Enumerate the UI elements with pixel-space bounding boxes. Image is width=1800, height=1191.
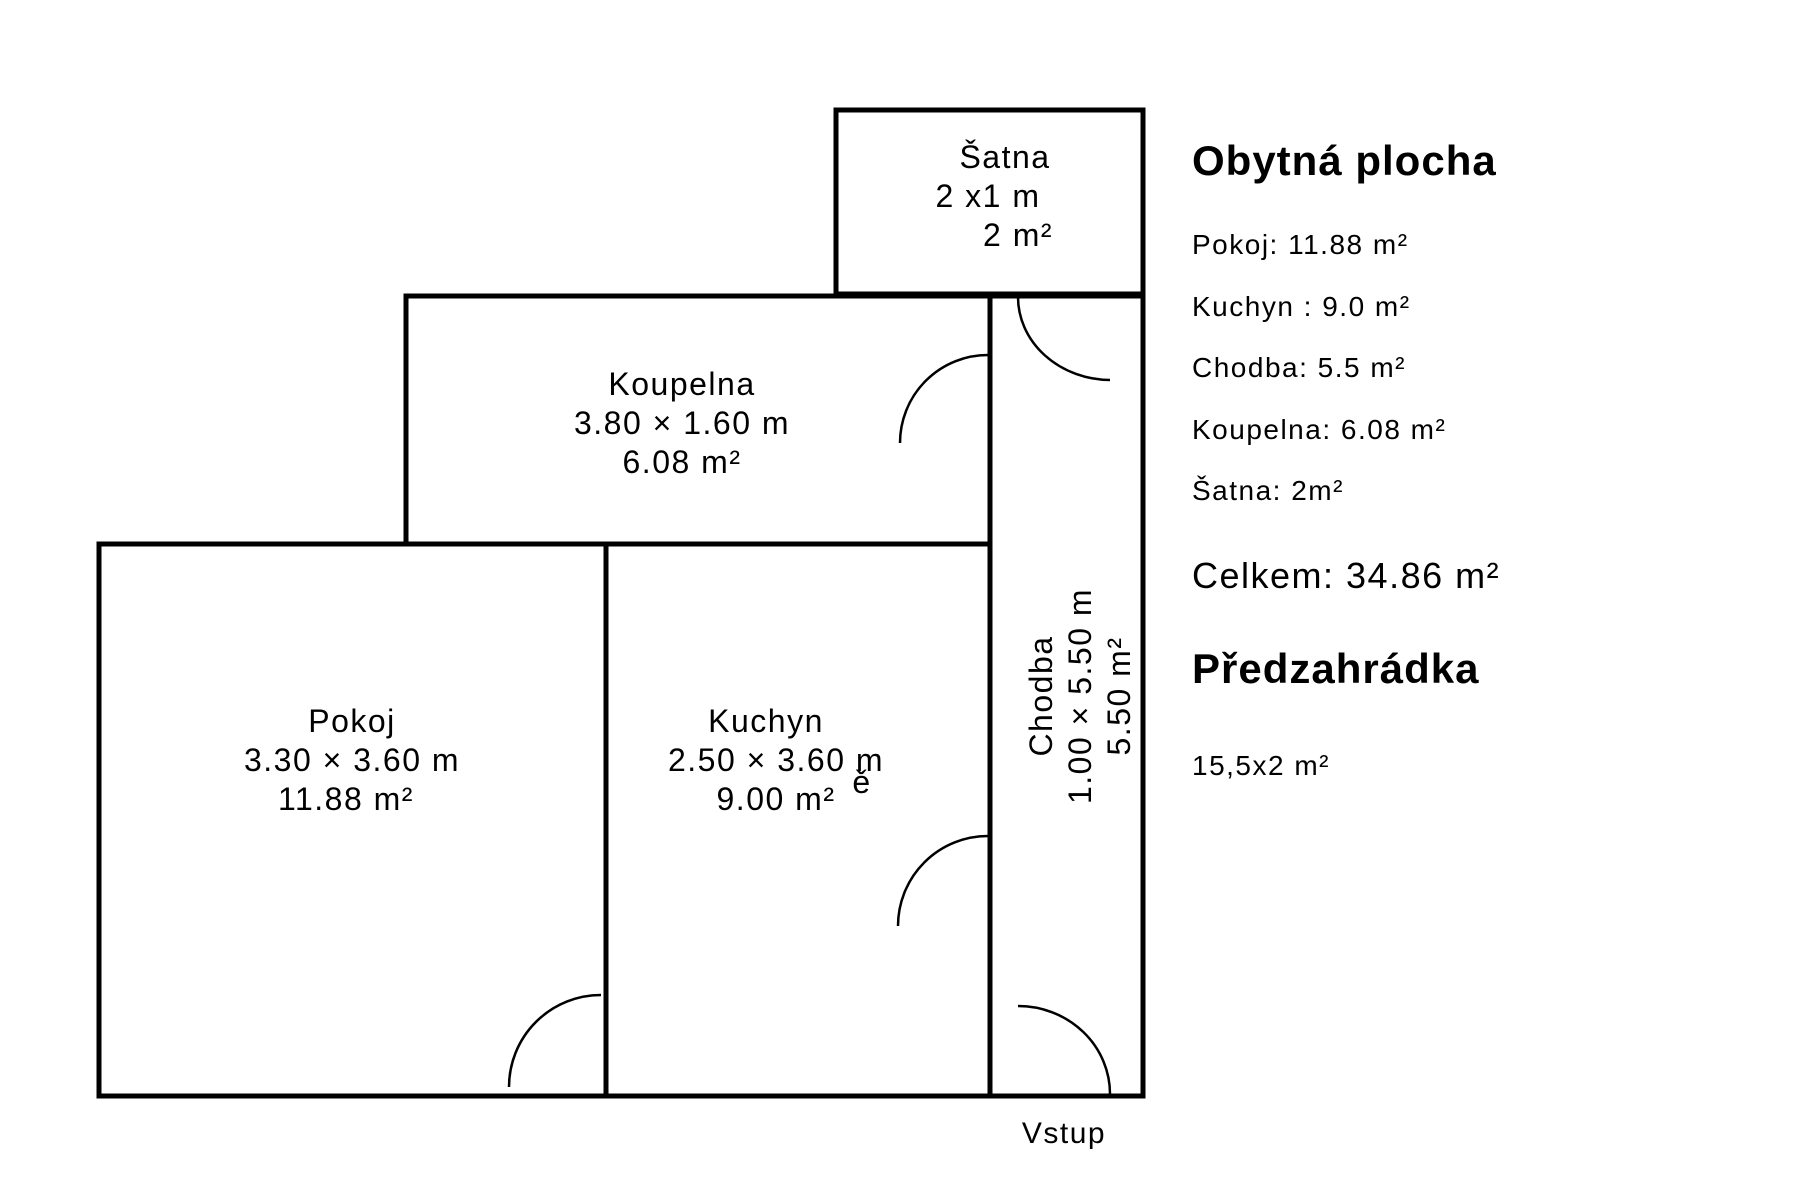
legend-item-pokoj: Pokoj: 11.88 m² (1192, 229, 1409, 260)
pokoj-dims: 3.30 × 3.60 m (244, 742, 460, 778)
kuchyn-dims: 2.50 × 3.60 m (668, 742, 884, 778)
kuchyn-area: 9.00 m² (717, 781, 836, 817)
kuchyn-stray-mark: ě (852, 764, 871, 800)
koupelna-dims: 3.80 × 1.60 m (574, 405, 790, 441)
entrance-door-swing (1017, 1004, 1112, 1095)
legend-item-satna: Šatna: 2m² (1192, 475, 1344, 506)
pokoj-walls (96, 541, 609, 1099)
pokoj-area: 11.88 m² (278, 781, 414, 817)
satna-name: Šatna (959, 139, 1050, 175)
koupelna-name: Koupelna (608, 366, 755, 402)
chodba-area: 5.50 m² (1101, 637, 1137, 756)
kuchyn-name: Kuchyn (708, 703, 824, 739)
legend-total: Celkem: 34.86 m² (1192, 555, 1501, 596)
pokoj-name: Pokoj (308, 703, 396, 739)
kuchyn-door-swing (896, 834, 989, 927)
satna-door-swing (1016, 296, 1111, 382)
legend-title: Obytná plocha (1192, 137, 1497, 184)
garden-title: Předzahrádka (1192, 645, 1480, 692)
garden-value: 15,5x2 m² (1192, 750, 1330, 781)
kuchyn-walls (603, 541, 993, 1099)
legend-item-kuchyn: Kuchyn : 9.0 m² (1192, 291, 1411, 322)
chodba-dims: 1.00 × 5.50 m (1062, 588, 1098, 804)
pokoj-door-swing (507, 993, 602, 1088)
legend-item-koupelna: Koupelna: 6.08 m² (1192, 414, 1447, 445)
koupelna-door-swing (898, 353, 989, 444)
satna-area: 2 m² (983, 217, 1053, 253)
entrance-label: Vstup (1022, 1117, 1106, 1150)
satna-dims: 2 x1 m (935, 178, 1040, 214)
legend-item-chodba: Chodba: 5.5 m² (1192, 352, 1406, 383)
koupelna-area: 6.08 m² (623, 444, 742, 480)
chodba-name: Chodba (1023, 635, 1059, 756)
